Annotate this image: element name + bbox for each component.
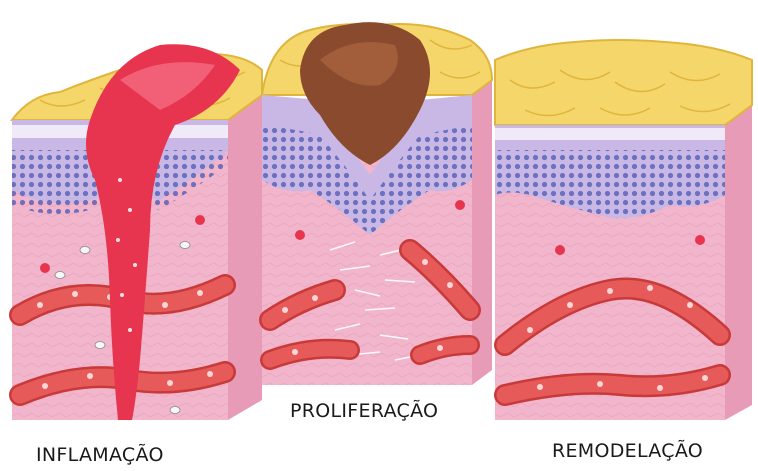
- block-remodeling: [495, 40, 752, 420]
- label-proliferation: PROLIFERAÇÃO: [290, 400, 438, 422]
- block-proliferation: [262, 22, 492, 385]
- label-remodeling: REMODELAÇÃO: [552, 440, 703, 462]
- fat-layer: [495, 40, 752, 125]
- label-inflammation: INFLAMAÇÃO: [36, 444, 164, 466]
- block-inflammation: [12, 44, 262, 420]
